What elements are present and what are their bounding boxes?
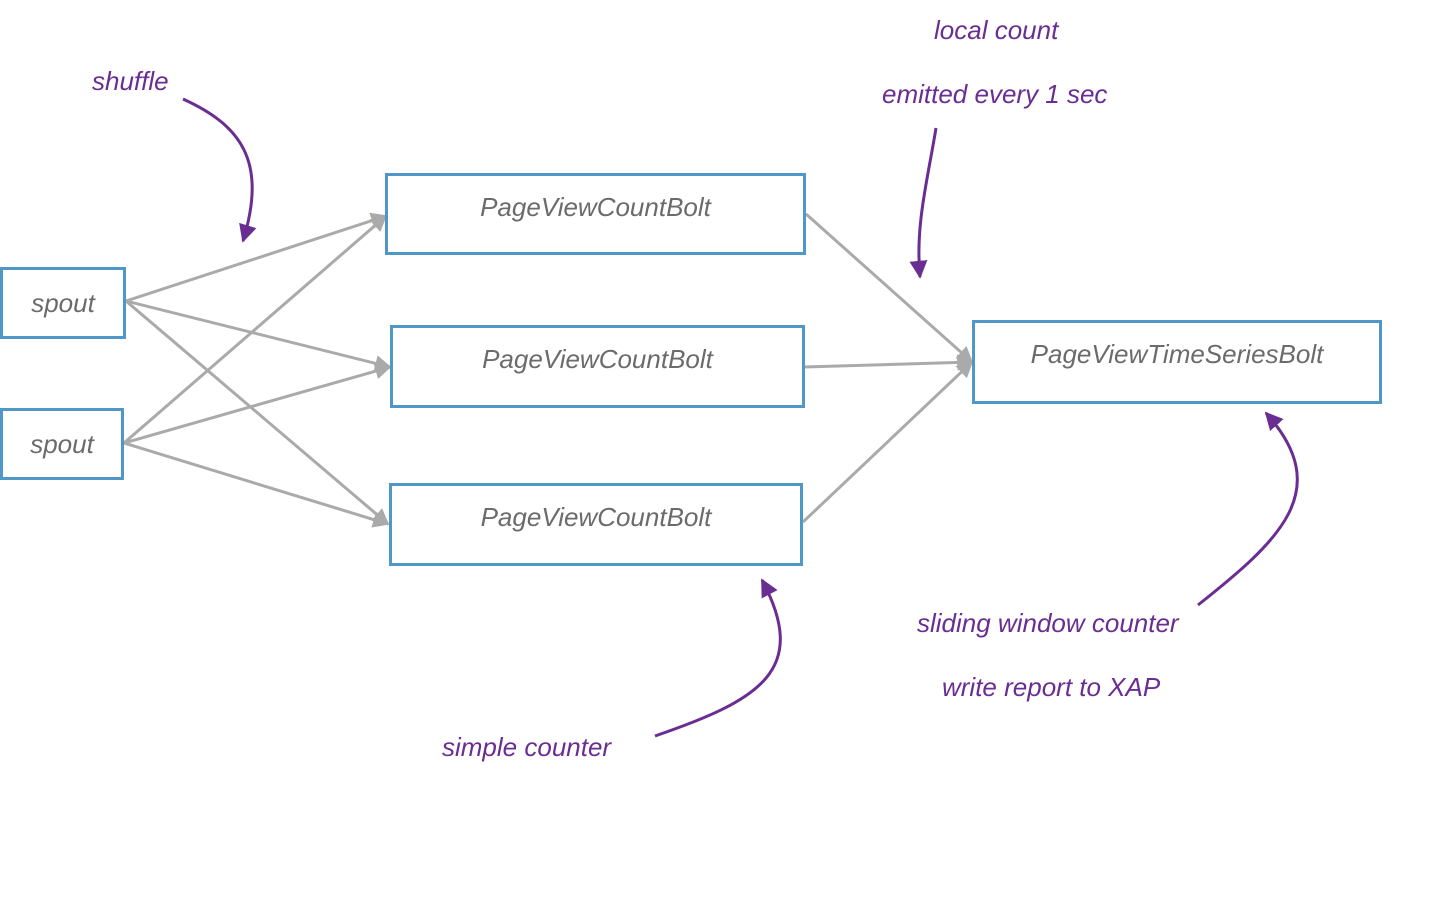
edge-spout2-bolt2 [123,363,392,445]
edge-spout1-bolt2 [125,299,392,372]
edge-spout2-bolt3 [123,441,390,528]
time-series-bolt-label: PageViewTimeSeriesBolt [1030,338,1324,369]
edge-spout2-bolt1 [123,214,388,445]
count-bolt-label: PageViewCountBolt [480,191,711,222]
edge-bolt3-timeseries [801,360,974,524]
edge-bolt1-timeseries [805,212,974,364]
shuffle-annotation: shuffle [92,66,169,96]
count-bolt-node-1: PageViewCountBolt [385,173,806,255]
spout-label: spout [30,428,94,459]
time-series-bolt-node: PageViewTimeSeriesBolt [972,320,1382,404]
edge-bolt2-timeseries [803,354,974,371]
count-bolt-node-3: PageViewCountBolt [389,483,803,566]
shuffle-callout-arrow [182,97,257,243]
simple-counter-callout-arrow [654,578,782,738]
edge-spout1-bolt3 [125,299,390,526]
local-count-callout-arrow [909,127,938,279]
sliding-window-annotation: sliding window counter [917,608,1179,638]
simple-counter-annotation: simple counter [442,732,612,762]
spout-node-1: spout [0,267,126,339]
count-bolt-node-2: PageViewCountBolt [390,325,805,408]
count-bolt-label: PageViewCountBolt [480,502,712,532]
sliding-window-callout-arrow [1197,411,1299,607]
count-bolt-label: PageViewCountBolt [482,344,713,374]
emitted-every-annotation: emitted every 1 sec [882,79,1108,109]
spout-node-2: spout [0,408,124,480]
write-report-annotation: write report to XAP [942,672,1161,702]
spout-label: spout [31,287,95,318]
edge-spout1-bolt1 [125,212,388,303]
local-count-annotation: local count [934,15,1059,45]
